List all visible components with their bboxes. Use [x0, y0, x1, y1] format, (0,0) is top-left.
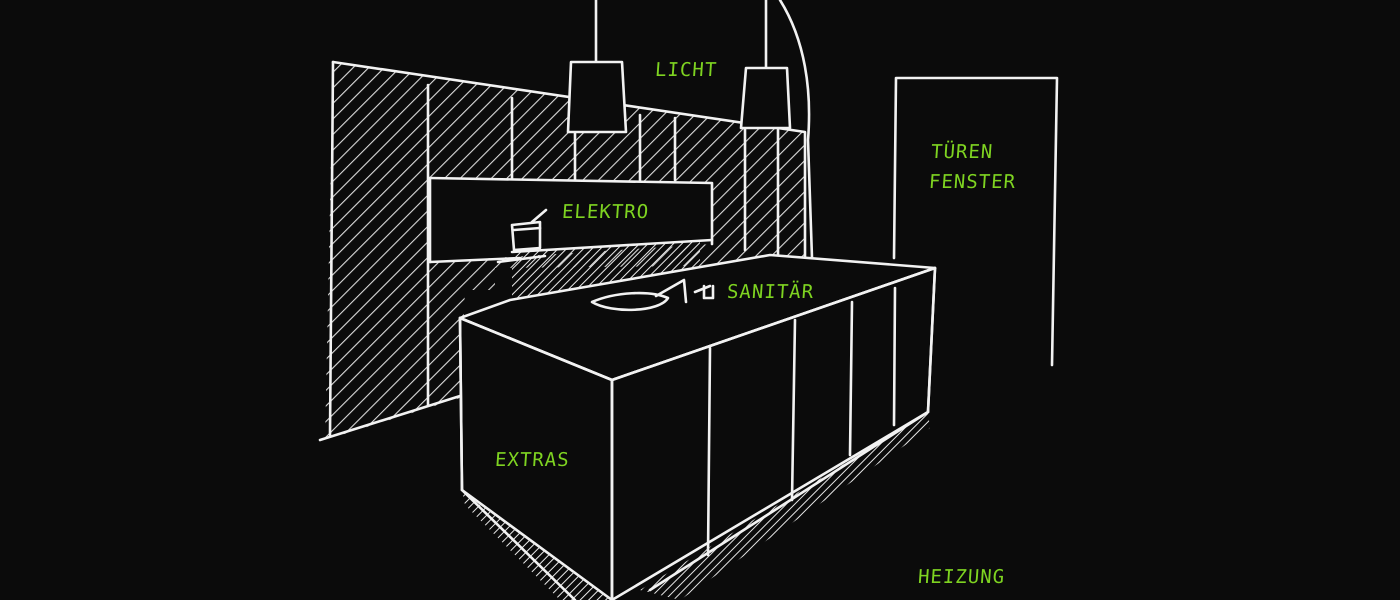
ceiling-column	[778, 0, 814, 260]
pot	[496, 208, 548, 264]
label-sanitaer: SANITÄR	[726, 281, 815, 303]
label-fenster: FENSTER	[928, 171, 1017, 193]
pendant-light-right	[739, 0, 792, 130]
label-licht: LICHT	[654, 59, 718, 81]
door-frame	[892, 76, 1059, 367]
label-tueren: TÜREN	[930, 141, 995, 163]
pendant-light-left	[566, 0, 628, 134]
sink-and-faucet	[590, 278, 715, 312]
label-heizung: HEIZUNG	[917, 566, 1006, 588]
label-extras: EXTRAS	[494, 449, 571, 471]
kitchen-island	[458, 253, 937, 600]
label-tueren-fenster: TÜREN FENSTER	[928, 137, 1019, 197]
label-elektro: ELEKTRO	[561, 201, 650, 223]
wall-niche	[428, 176, 714, 300]
